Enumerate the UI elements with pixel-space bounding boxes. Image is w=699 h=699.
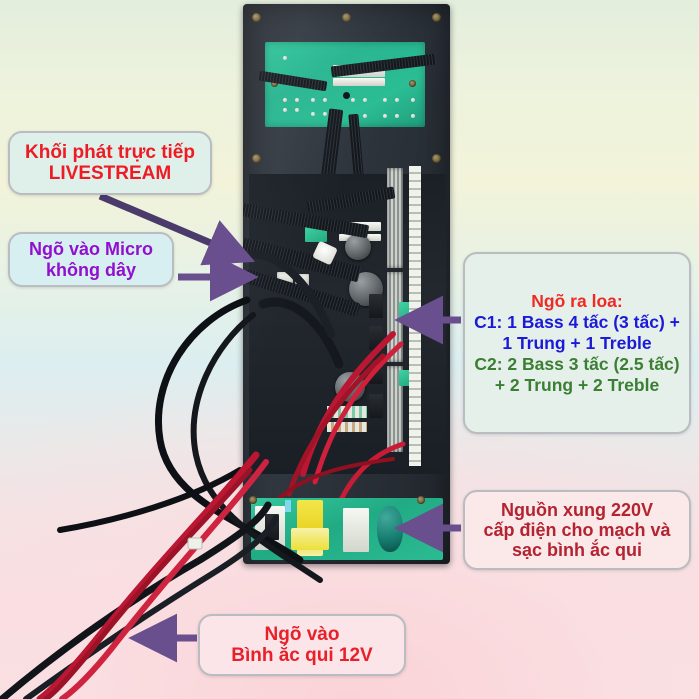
- mount-screw: [432, 13, 441, 22]
- callout-battery-line1: Ngõ vào: [264, 623, 340, 645]
- callout-psu-line2: cấp điện cho mạch và: [483, 519, 671, 540]
- mount-screw: [252, 154, 261, 163]
- callout-livestream-line2: LIVESTREAM: [48, 163, 172, 184]
- mount-screw: [342, 13, 351, 22]
- callout-micro-input: Ngõ vào Micro không dây: [8, 232, 174, 287]
- callout-psu-line1: Nguồn xung 220V: [500, 499, 653, 520]
- callout-power-supply: Nguồn xung 220V cấp điện cho mạch và sạc…: [463, 490, 691, 570]
- callout-psu-line3: sạc bình ắc qui: [511, 540, 643, 561]
- mount-screw: [252, 13, 261, 22]
- mount-screw: [432, 154, 441, 163]
- callout-speaker-c1: C1: 1 Bass 4 tấc (3 tấc) + 1 Trung + 1 T…: [474, 311, 680, 353]
- switching-power-supply-pcb: [249, 496, 443, 560]
- callout-battery-line2: Bình ắc qui 12V: [231, 645, 373, 666]
- callout-livestream: Khối phát trực tiếp LIVESTREAM: [8, 131, 212, 195]
- amplifier-module: [243, 4, 450, 564]
- internal-wires: [247, 250, 406, 507]
- callout-micro-line1: Ngõ vào Micro: [28, 239, 153, 260]
- callout-speaker-c2: C2: 2 Bass 3 tấc (2.5 tấc) + 2 Trung + 2…: [474, 353, 680, 395]
- callout-livestream-line1: Khối phát trực tiếp: [25, 141, 195, 163]
- callout-speaker-header: Ngõ ra loa:: [531, 290, 623, 311]
- callout-battery-input: Ngõ vào Bình ắc qui 12V: [198, 614, 406, 676]
- callout-micro-line2: không dây: [45, 259, 136, 280]
- callout-speaker-output: Ngõ ra loa: C1: 1 Bass 4 tấc (3 tấc) + 1…: [463, 252, 691, 434]
